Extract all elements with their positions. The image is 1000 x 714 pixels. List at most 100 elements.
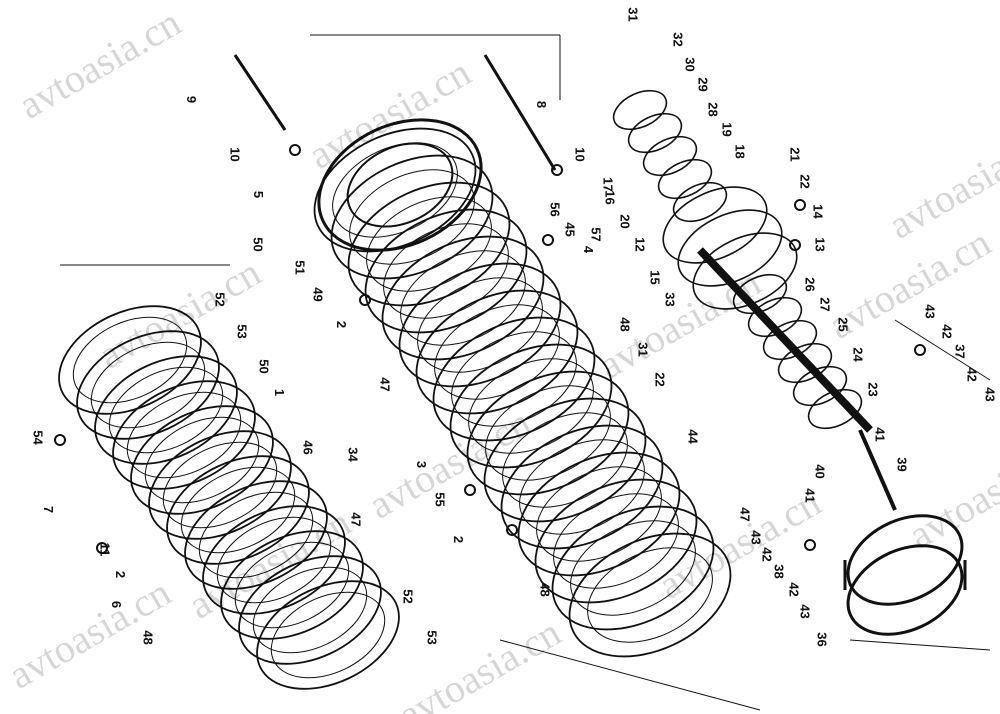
- clutch-plate-inner: [162, 441, 278, 529]
- clutch-plate: [551, 505, 715, 631]
- part-number-label: 41: [802, 488, 818, 503]
- shaft-component: [672, 181, 728, 223]
- part-number-label: 54: [30, 430, 46, 445]
- shaft-component: [777, 342, 833, 384]
- part-number-label: 15: [647, 270, 663, 285]
- part-number-label: 43: [982, 387, 998, 402]
- part-number-label: 2: [113, 570, 129, 579]
- clutch-plate-inner: [383, 223, 509, 319]
- part-number-label: 31: [625, 7, 641, 22]
- clutch-plate: [449, 343, 613, 469]
- clutch-plate: [112, 380, 256, 490]
- part-number-label: 52: [212, 292, 228, 307]
- clutch-plate-inner: [180, 466, 296, 554]
- shaft-component: [677, 209, 783, 287]
- clutch-plate: [432, 316, 596, 442]
- part-number-label: 42: [786, 582, 802, 597]
- part-number-label: 42: [939, 324, 955, 339]
- part-number-label: 42: [964, 367, 980, 382]
- clutch-plate-inner: [434, 304, 560, 400]
- clutch-plate: [130, 405, 274, 515]
- clutch-plate: [148, 430, 292, 540]
- clutch-plate: [568, 532, 732, 658]
- shaft-component: [657, 158, 713, 200]
- clutch-plate: [58, 305, 202, 415]
- part-number-label: 9: [184, 95, 200, 104]
- clutch-plate-inner: [270, 591, 386, 679]
- part-number-label: 26: [802, 277, 818, 292]
- part-number-label: 7: [41, 505, 57, 514]
- shaft-component: [612, 89, 668, 131]
- part-number-label: 43: [797, 604, 813, 619]
- part-number-label: 2: [451, 535, 467, 544]
- part-number-label: 34: [345, 447, 361, 462]
- part-number-label: 39: [894, 457, 910, 472]
- small-part: [789, 239, 801, 251]
- part-number-label: 11: [97, 542, 113, 557]
- part-number-label: 5: [251, 190, 267, 199]
- clutch-plate-inner: [144, 416, 260, 504]
- part-number-label: 50: [256, 359, 272, 374]
- part-number-label: 18: [732, 144, 748, 159]
- part-number-label: 31: [635, 342, 651, 357]
- clutch-plate-inner: [108, 366, 224, 454]
- leader-line: [894, 319, 991, 381]
- part-number-label: 47: [737, 507, 753, 522]
- part-number-label: 20: [617, 214, 633, 229]
- small-part: [794, 199, 806, 211]
- clutch-plate: [94, 355, 238, 465]
- shaft-component: [732, 273, 788, 315]
- part-number-label: 53: [234, 324, 250, 339]
- clutch-plate: [184, 480, 328, 590]
- clutch-plate: [238, 555, 382, 665]
- small-part: [359, 294, 371, 306]
- part-number-label: 12: [632, 237, 648, 252]
- part-number-label: 43: [748, 530, 764, 545]
- clutch-plate-inner: [252, 566, 368, 654]
- part-number-label: 37: [952, 344, 968, 359]
- clutch-plate-inner: [90, 341, 206, 429]
- clutch-plate: [483, 397, 647, 523]
- part-number-label: 23: [865, 382, 881, 397]
- clutch-plate-inner: [216, 516, 332, 604]
- small-part: [551, 164, 563, 176]
- leader-line: [233, 54, 287, 131]
- clutch-plate-inner: [536, 466, 662, 562]
- part-number-label: 55: [432, 492, 448, 507]
- part-number-label: 33: [662, 292, 678, 307]
- part-number-label: 27: [817, 297, 833, 312]
- small-part: [542, 234, 554, 246]
- part-number-label: 48: [537, 582, 553, 597]
- clutch-plate: [500, 424, 664, 550]
- clutch-plate: [166, 455, 310, 565]
- part-number-label: 51: [292, 260, 308, 275]
- clutch-plate: [202, 505, 346, 615]
- clutch-plate: [466, 370, 630, 496]
- part-number-label: 48: [140, 630, 156, 645]
- leader-line: [697, 247, 873, 433]
- part-number-label: 47: [377, 377, 393, 392]
- leader-line: [483, 54, 557, 171]
- part-number-label: 42: [759, 547, 775, 562]
- leader-line: [499, 639, 761, 711]
- clutch-plate: [534, 478, 698, 604]
- clutch-plate: [76, 330, 220, 440]
- leader-line: [858, 429, 897, 511]
- part-number-label: 22: [797, 174, 813, 189]
- part-number-label: 21: [787, 147, 803, 162]
- part-number-label: 48: [617, 317, 633, 332]
- part-number-label: 6: [109, 600, 125, 609]
- part-number-label: 32: [670, 32, 686, 47]
- shaft-component: [662, 186, 768, 264]
- part-number-label: 40: [812, 464, 828, 479]
- pump-housing-base: [846, 544, 964, 636]
- clutch-plate: [517, 451, 681, 577]
- small-part: [506, 524, 518, 536]
- clutch-housing-bore: [346, 142, 454, 228]
- part-number-label: 3: [414, 460, 430, 469]
- part-number-label: 56: [547, 202, 563, 217]
- part-number-label: 49: [310, 287, 326, 302]
- pump-housing: [846, 514, 964, 606]
